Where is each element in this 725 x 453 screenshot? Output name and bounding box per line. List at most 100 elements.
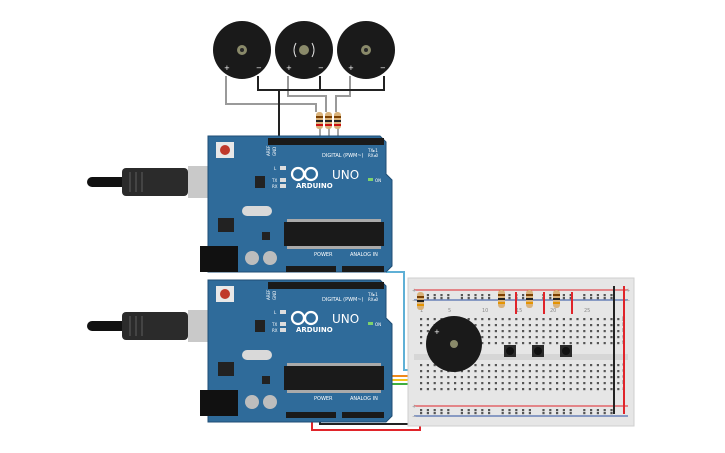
- buzzer-1[interactable]: + −: [213, 21, 271, 79]
- breadboard-hole[interactable]: [556, 342, 559, 345]
- breadboard-hole[interactable]: [576, 324, 579, 327]
- breadboard-hole[interactable]: [508, 376, 511, 379]
- rail-hole[interactable]: [562, 412, 565, 415]
- breadboard-hole[interactable]: [610, 318, 613, 321]
- rail-hole[interactable]: [488, 294, 491, 297]
- breadboard-hole[interactable]: [528, 330, 531, 333]
- breadboard-hole[interactable]: [535, 388, 538, 391]
- rail-hole[interactable]: [440, 412, 443, 415]
- rail-hole[interactable]: [426, 409, 429, 412]
- breadboard-hole[interactable]: [617, 336, 620, 339]
- breadboard-hole[interactable]: [522, 382, 525, 385]
- breadboard-hole[interactable]: [528, 376, 531, 379]
- breadboard-hole[interactable]: [447, 382, 450, 385]
- breadboard-hole[interactable]: [528, 370, 531, 373]
- breadboard-hole[interactable]: [460, 370, 463, 373]
- breadboard-hole[interactable]: [440, 370, 443, 373]
- breadboard-hole[interactable]: [508, 364, 511, 367]
- push-button-2[interactable]: [532, 345, 544, 357]
- breadboard-hole[interactable]: [494, 336, 497, 339]
- breadboard-hole[interactable]: [426, 324, 429, 327]
- rail-hole[interactable]: [610, 412, 613, 415]
- breadboard-hole[interactable]: [508, 388, 511, 391]
- breadboard-hole[interactable]: [515, 376, 518, 379]
- breadboard-hole[interactable]: [474, 382, 477, 385]
- rail-hole[interactable]: [467, 297, 470, 300]
- breadboard-hole[interactable]: [590, 364, 593, 367]
- breadboard-hole[interactable]: [515, 330, 518, 333]
- rail-hole[interactable]: [590, 294, 593, 297]
- breadboard-hole[interactable]: [481, 324, 484, 327]
- breadboard-hole[interactable]: [556, 370, 559, 373]
- breadboard-hole[interactable]: [481, 318, 484, 321]
- breadboard-hole[interactable]: [528, 324, 531, 327]
- breadboard-hole[interactable]: [617, 364, 620, 367]
- breadboard-hole[interactable]: [488, 336, 491, 339]
- breadboard-hole[interactable]: [590, 318, 593, 321]
- breadboard-hole[interactable]: [549, 388, 552, 391]
- rail-hole[interactable]: [596, 412, 599, 415]
- breadboard-hole[interactable]: [494, 318, 497, 321]
- breadboard-hole[interactable]: [556, 382, 559, 385]
- rail-hole[interactable]: [528, 409, 531, 412]
- breadboard-hole[interactable]: [596, 330, 599, 333]
- rail-hole[interactable]: [542, 412, 545, 415]
- breadboard-hole[interactable]: [603, 382, 606, 385]
- rail-hole[interactable]: [447, 294, 450, 297]
- breadboard-hole[interactable]: [596, 370, 599, 373]
- breadboard-hole[interactable]: [474, 324, 477, 327]
- breadboard-hole[interactable]: [569, 388, 572, 391]
- breadboard-hole[interactable]: [522, 324, 525, 327]
- rail-hole[interactable]: [549, 297, 552, 300]
- usb-plug[interactable]: [122, 312, 188, 340]
- breadboard-hole[interactable]: [515, 342, 518, 345]
- power-header[interactable]: [286, 412, 336, 418]
- breadboard-hole[interactable]: [433, 364, 436, 367]
- breadboard-hole[interactable]: [420, 318, 423, 321]
- rail-hole[interactable]: [522, 412, 525, 415]
- breadboard-hole[interactable]: [576, 318, 579, 321]
- breadboard-hole[interactable]: [569, 336, 572, 339]
- breadboard-hole[interactable]: [488, 388, 491, 391]
- breadboard-hole[interactable]: [420, 342, 423, 345]
- breadboard-hole[interactable]: [603, 370, 606, 373]
- digital-header[interactable]: [268, 282, 384, 289]
- breadboard-hole[interactable]: [508, 324, 511, 327]
- breadboard-hole[interactable]: [426, 318, 429, 321]
- breadboard-hole[interactable]: [515, 382, 518, 385]
- rail-hole[interactable]: [515, 412, 518, 415]
- rail-hole[interactable]: [447, 409, 450, 412]
- breadboard-hole[interactable]: [420, 376, 423, 379]
- rail-hole[interactable]: [596, 409, 599, 412]
- breadboard-hole[interactable]: [583, 342, 586, 345]
- breadboard-hole[interactable]: [617, 330, 620, 333]
- breadboard-hole[interactable]: [501, 330, 504, 333]
- breadboard-hole[interactable]: [610, 336, 613, 339]
- rail-hole[interactable]: [460, 412, 463, 415]
- breadboard-hole[interactable]: [569, 364, 572, 367]
- rail-hole[interactable]: [433, 297, 436, 300]
- breadboard-hole[interactable]: [596, 318, 599, 321]
- breadboard-hole[interactable]: [501, 342, 504, 345]
- breadboard-hole[interactable]: [501, 370, 504, 373]
- rail-hole[interactable]: [460, 297, 463, 300]
- breadboard-hole[interactable]: [576, 370, 579, 373]
- rail-hole[interactable]: [474, 412, 477, 415]
- arduino-board-1[interactable]: AREF GND DIGITAL (PWM~) TX▸1 RX◂0 L TX R…: [87, 135, 393, 273]
- breadboard-hole[interactable]: [542, 342, 545, 345]
- buzzer-3[interactable]: + −: [337, 21, 395, 79]
- breadboard-hole[interactable]: [508, 330, 511, 333]
- breadboard-hole[interactable]: [596, 342, 599, 345]
- breadboard-hole[interactable]: [440, 382, 443, 385]
- breadboard-hole[interactable]: [549, 330, 552, 333]
- breadboard-hole[interactable]: [501, 336, 504, 339]
- breadboard-hole[interactable]: [556, 388, 559, 391]
- breadboard-hole[interactable]: [590, 330, 593, 333]
- rail-hole[interactable]: [474, 294, 477, 297]
- breadboard-hole[interactable]: [467, 376, 470, 379]
- push-button-1[interactable]: [504, 345, 516, 357]
- rail-hole[interactable]: [569, 294, 572, 297]
- breadboard-hole[interactable]: [488, 370, 491, 373]
- rail-hole[interactable]: [481, 297, 484, 300]
- usb-plug[interactable]: [122, 168, 188, 196]
